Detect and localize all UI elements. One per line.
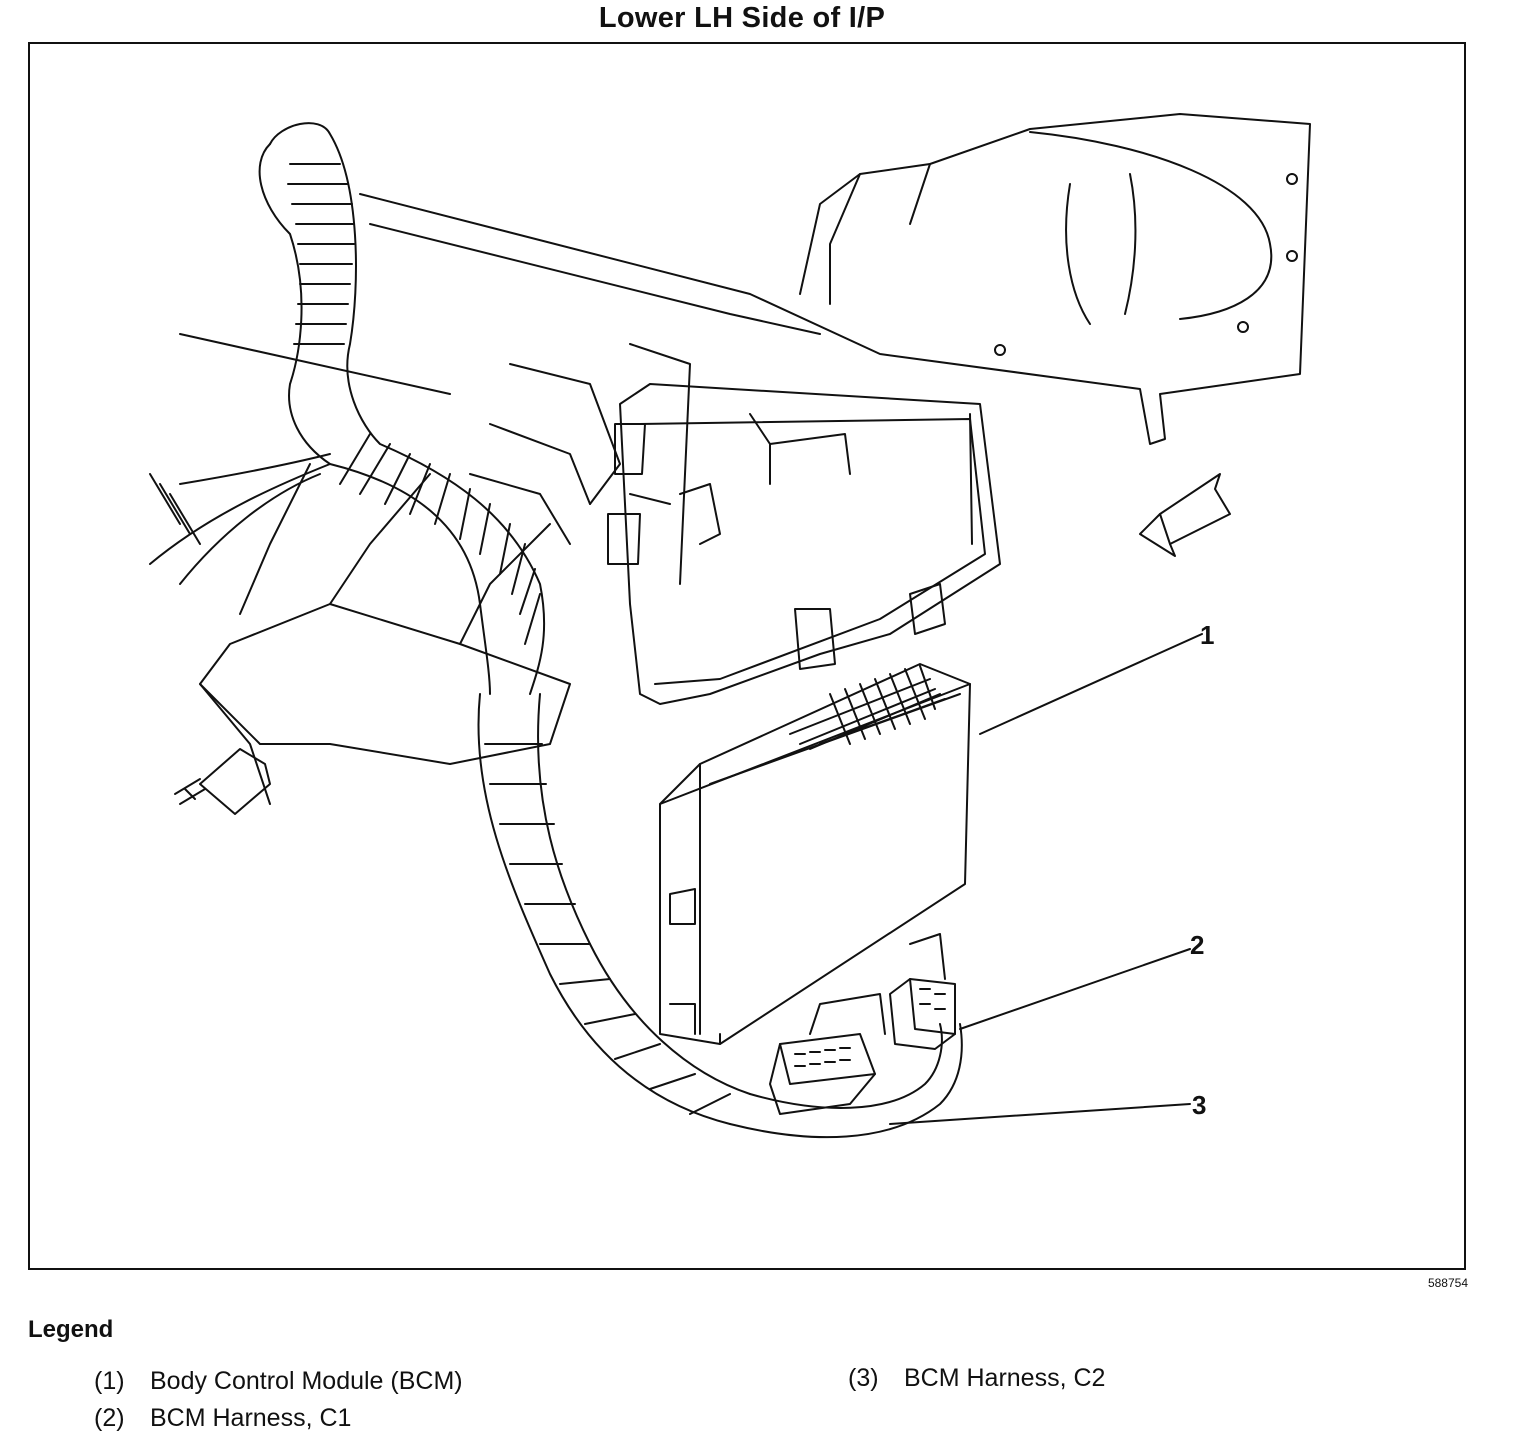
callout-2: 2 — [1190, 930, 1204, 960]
legend-item-3: (3) BCM Harness, C2 — [848, 1364, 1105, 1393]
legend-label: BCM Harness, C2 — [904, 1364, 1106, 1392]
legend-number: (2) — [94, 1404, 125, 1432]
legend-label: Body Control Module (BCM) — [150, 1367, 463, 1395]
legend-number: (3) — [848, 1364, 879, 1392]
legend-number: (1) — [94, 1367, 125, 1395]
legend-item-1: (1) Body Control Module (BCM) — [94, 1367, 463, 1396]
figure-id: 588754 — [1427, 1276, 1468, 1290]
connector-c2 — [769, 993, 886, 1115]
bcm-bracket — [607, 383, 1001, 705]
body-control-module — [659, 663, 971, 1045]
legend-label: BCM Harness, C1 — [150, 1404, 352, 1432]
wiring-harness — [149, 122, 963, 1139]
diagram-frame: 1 2 3 — [28, 42, 1466, 1270]
ip-duct — [179, 113, 1311, 445]
leader-line-1 — [979, 633, 1203, 735]
legend-heading: Legend — [28, 1316, 114, 1343]
leader-line-2 — [959, 948, 1191, 1030]
leader-line-3 — [889, 1103, 1191, 1125]
ip-bracket — [199, 343, 691, 805]
direction-arrow — [1139, 473, 1231, 557]
callout-3: 3 — [1192, 1090, 1206, 1120]
stud-bolt — [174, 748, 271, 815]
bcm-illustration: 1 2 3 — [149, 113, 1311, 1139]
legend-item-2: (2) BCM Harness, C1 — [94, 1404, 351, 1433]
connector-c1 — [889, 933, 956, 1050]
diagram-title: Lower LH Side of I/P — [598, 2, 886, 34]
callout-1: 1 — [1200, 620, 1214, 650]
